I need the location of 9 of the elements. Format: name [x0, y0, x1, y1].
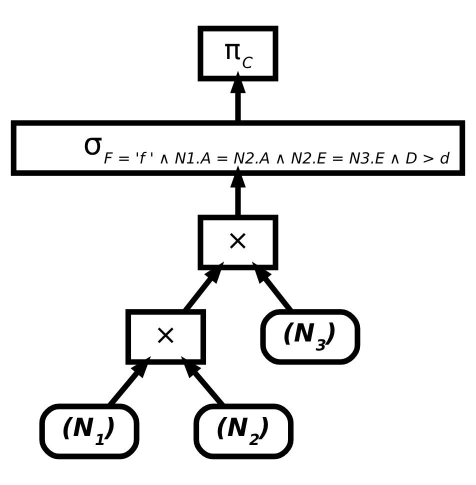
- node-box: (N$_{2}$): [194, 404, 294, 460]
- node-box: σ$_{F = 'f ' ∧ N1.A = N2.A ∧ N2.E = N3.E ∧ D > d}$: [10, 120, 466, 176]
- arrow: [230, 165, 246, 218]
- arrow: [230, 70, 246, 123]
- node-box: (N$_{3}$): [260, 309, 360, 365]
- node-box: ×: [125, 309, 206, 365]
- node-box: (N$_{1}$): [39, 404, 140, 460]
- node-box: ×: [198, 214, 278, 270]
- node-box: π$_{C}$: [198, 26, 278, 82]
